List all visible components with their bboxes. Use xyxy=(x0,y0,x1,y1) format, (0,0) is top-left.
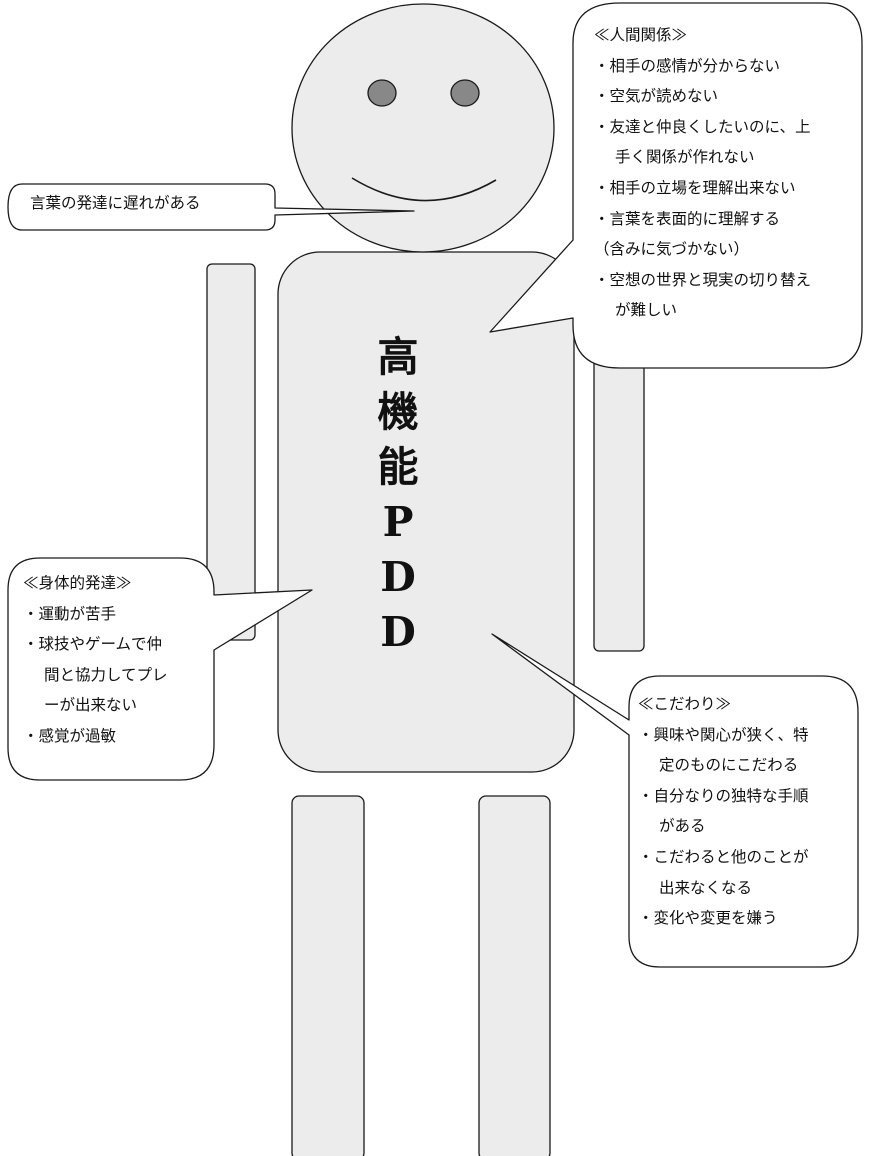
speech-label: 言葉の発達に遅れがある xyxy=(30,194,201,212)
obsession-line: がある xyxy=(659,817,706,836)
body-label-char: 能 xyxy=(377,443,419,491)
social-line: （含みに気づかない） xyxy=(594,240,750,259)
obsession-line: ・変化や変更を嫌う xyxy=(638,909,778,928)
right-leg xyxy=(478,795,551,1156)
obsession-title: ≪こだわり≫ xyxy=(638,695,732,713)
physical-title: ≪身体的発達≫ xyxy=(23,574,132,592)
left-arm xyxy=(206,263,256,641)
social-bubble xyxy=(489,2,863,369)
physical-line: ーが出来ない xyxy=(44,696,138,715)
obsession-line: ・興味や関心が狭く、特 xyxy=(638,725,809,744)
social-line: 手く関係が作れない xyxy=(615,148,755,167)
body-label-char: 機 xyxy=(377,388,419,436)
physical-text: ≪身体的発達≫ ・運動が苦手 ・球技やゲームで仲 間と協力してプレ ーが出来ない… xyxy=(23,568,168,752)
social-text: ≪人間関係≫ ・相手の感情が分からない ・空気が読めない ・友達と仲良くしたいの… xyxy=(594,20,811,326)
obsession-line: ・こだわると他のことが xyxy=(638,847,809,866)
social-line: ・空気が読めない xyxy=(594,87,719,106)
social-title: ≪人間関係≫ xyxy=(594,26,688,44)
physical-line: ・球技やゲームで仲 xyxy=(23,635,163,654)
social-line: ・言葉を表面的に理解する xyxy=(594,209,781,228)
body-label-char: 高 xyxy=(377,333,419,381)
obsession-line: ・自分なりの独特な手順 xyxy=(638,786,809,805)
obsession-text: ≪こだわり≫ ・興味や関心が狭く、特 定のものにこだわる ・自分なりの独特な手順… xyxy=(638,689,809,934)
left-eye-icon xyxy=(367,79,397,107)
physical-bubble xyxy=(7,557,313,781)
physical-line: ・感覚が過敏 xyxy=(23,726,117,745)
social-line: が難しい xyxy=(615,301,678,320)
speech-bubble xyxy=(7,183,415,231)
social-line: ・相手の立場を理解出来ない xyxy=(594,178,796,197)
obsession-line: 定のものにこだわる xyxy=(659,756,799,775)
body-label-char: P xyxy=(382,498,414,546)
physical-line: 間と協力してプレ xyxy=(44,665,168,684)
obsession-bubble xyxy=(491,633,859,968)
social-line: ・空想の世界と現実の切り替え xyxy=(594,270,812,289)
left-leg xyxy=(291,795,365,1156)
smile xyxy=(351,177,497,202)
head xyxy=(291,3,555,253)
obsession-line: 出来なくなる xyxy=(659,878,753,897)
body-label: 高 機 能 P D D xyxy=(372,330,424,660)
torso xyxy=(277,251,575,773)
social-line: ・相手の感情が分からない xyxy=(594,56,781,75)
body-label-char: D xyxy=(380,553,416,601)
body-label-char: D xyxy=(380,608,416,656)
right-eye-icon xyxy=(450,79,480,107)
physical-line: ・運動が苦手 xyxy=(23,604,117,623)
social-line: ・友達と仲良くしたいのに、上 xyxy=(594,117,811,136)
